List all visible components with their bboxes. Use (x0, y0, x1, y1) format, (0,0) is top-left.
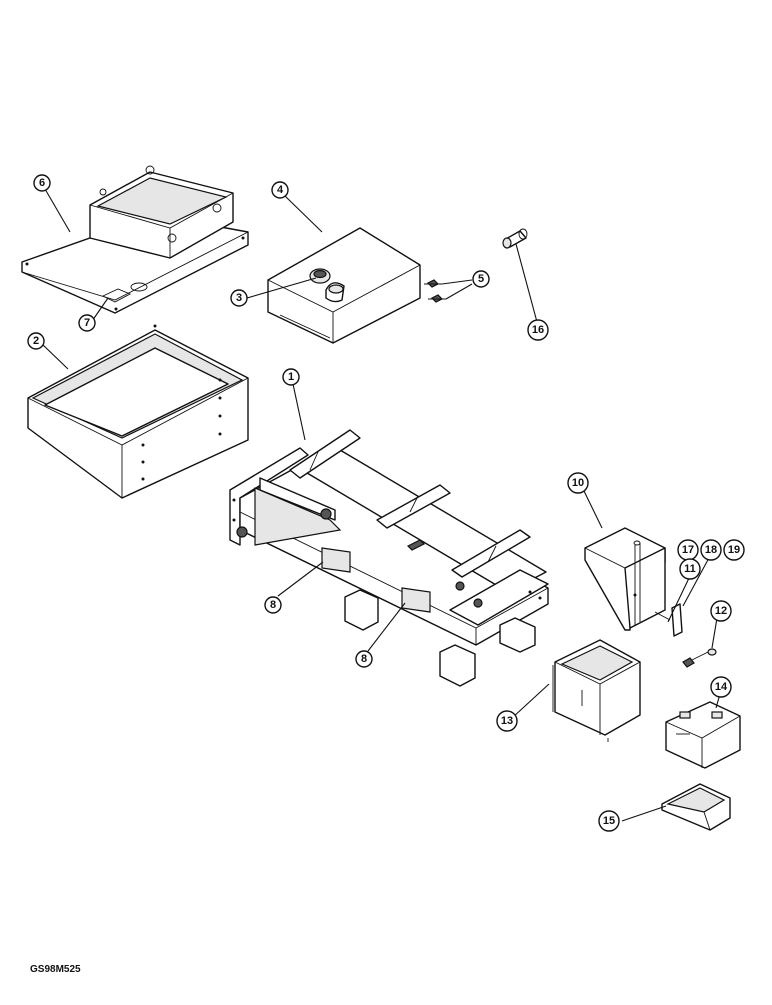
part-12-bolt (682, 648, 717, 668)
callout-15-label: 15 (603, 815, 615, 827)
callout-12-label: 12 (715, 605, 727, 617)
callout-4-label: 4 (277, 184, 284, 196)
part-4-tank (267, 227, 421, 344)
callout-16-label: 16 (532, 324, 544, 336)
callout-2: 2 (27, 332, 45, 350)
callout-15: 15 (598, 810, 620, 832)
callout-18-label: 18 (705, 544, 717, 556)
callout-6-label: 6 (39, 177, 45, 189)
callout-8-right-label: 8 (361, 653, 367, 665)
callout-14: 14 (710, 676, 732, 698)
callout-1: 1 (282, 368, 300, 386)
leader-lines (41, 188, 721, 822)
part-15-battery-tray (661, 783, 731, 831)
callout-19-label: 19 (728, 544, 740, 556)
callout-11: 11 (679, 558, 701, 580)
callout-19: 19 (723, 539, 745, 561)
callout-10: 10 (567, 472, 589, 494)
callout-5-label: 5 (478, 273, 484, 285)
callout-13-label: 13 (501, 715, 513, 727)
callout-11-label: 11 (684, 563, 696, 575)
callout-13: 13 (496, 710, 518, 732)
callout-4: 4 (271, 181, 289, 199)
callout-14-label: 14 (715, 681, 728, 693)
callout-8-right: 8 (355, 650, 373, 668)
part-1-frame (229, 429, 549, 687)
callout-1-label: 1 (288, 371, 294, 383)
part-14-battery (665, 701, 741, 769)
callout-7-label: 7 (84, 317, 90, 329)
callout-7: 7 (78, 314, 96, 332)
drawing-code: GS98M525 (30, 964, 81, 975)
part-11-clip (654, 603, 683, 637)
part-16-hose (502, 228, 528, 249)
part-5-wing-nuts (424, 279, 446, 303)
callout-8-left-label: 8 (270, 599, 276, 611)
part-2-open-tray (27, 324, 249, 499)
part-10-bracket (584, 527, 666, 631)
callout-10-label: 10 (572, 477, 584, 489)
callout-18: 18 (700, 539, 722, 561)
callout-12: 12 (710, 600, 732, 622)
callout-2-label: 2 (33, 335, 39, 347)
part-13-battery-holder (552, 639, 641, 742)
callout-3-label: 3 (236, 292, 242, 304)
callout-17-label: 17 (682, 544, 694, 556)
callout-6: 6 (33, 174, 51, 192)
callout-5: 5 (472, 270, 490, 288)
callout-8-left: 8 (264, 596, 282, 614)
callout-3: 3 (230, 289, 248, 307)
callout-16: 16 (527, 319, 549, 341)
callout-17: 17 (677, 539, 699, 561)
part-6-cover-plate (21, 165, 249, 314)
